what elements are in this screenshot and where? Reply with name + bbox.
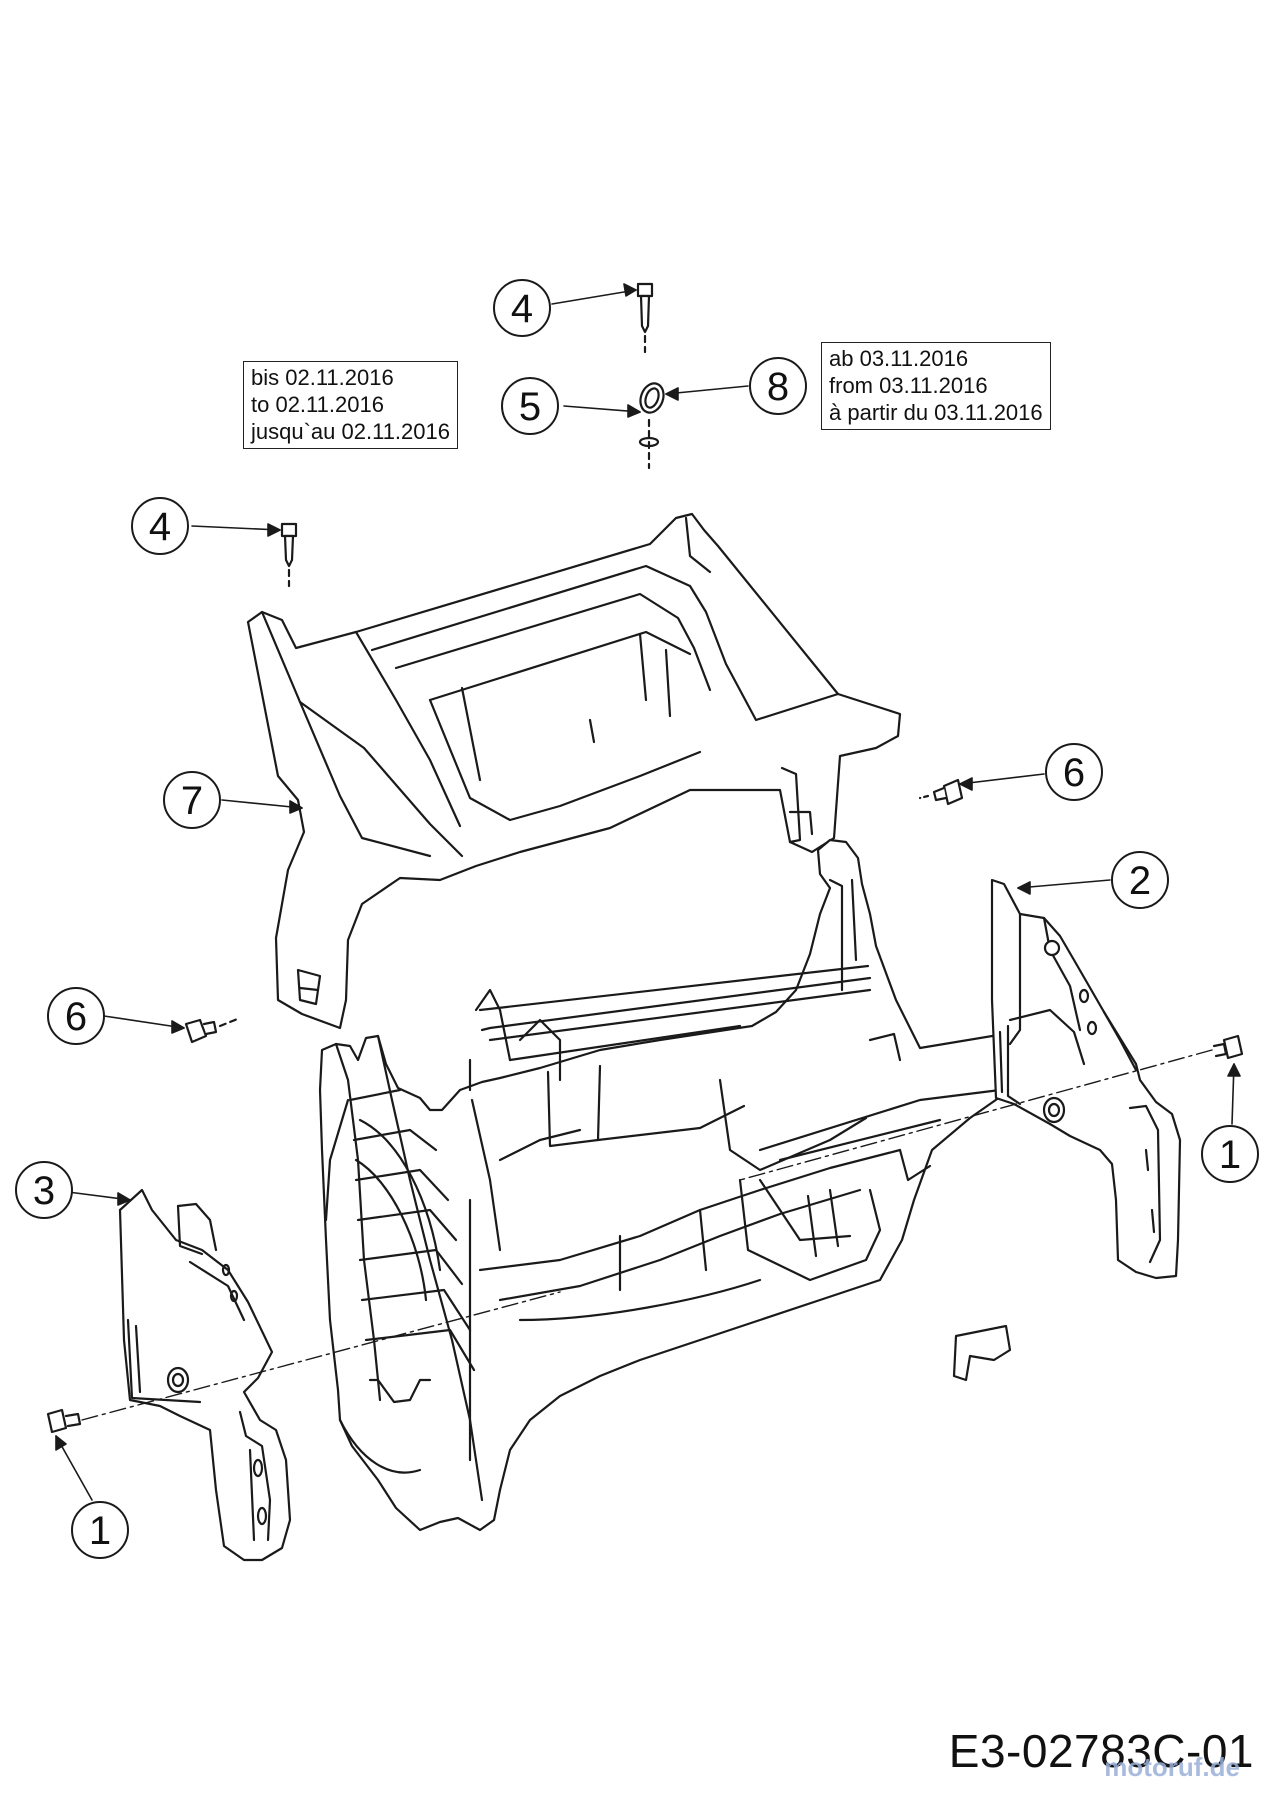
callout-3: 3 [15,1161,73,1219]
axis-line-right [739,1049,1213,1181]
callout-1-right: 1 [1201,1125,1259,1183]
watermark-logo: motoruf.de [1104,1752,1240,1782]
screw-right-6 [918,778,964,806]
note-box-before-date: bis 02.11.2016 to 02.11.2016 jusqu`au 02… [243,361,458,449]
right-bracket-part-2 [990,878,1182,1280]
note-line-de: ab 03.11.2016 [829,346,969,371]
bolt-right-1 [1212,1034,1244,1060]
callout-number: 4 [511,287,533,331]
callout-4-left: 4 [131,497,189,555]
callout-2: 2 [1111,851,1169,909]
drawing-code: E3-02783C-01 [948,1725,1254,1777]
chute-cover-part-7 [246,512,902,1030]
callout-number: 1 [89,1509,111,1553]
callout-number: 7 [181,779,203,823]
note-line-en: to 02.11.2016 [251,392,384,417]
note-line-fr: à partir du 03.11.2016 [829,400,1043,425]
callout-number: 4 [149,505,171,549]
callout-number: 3 [33,1169,55,1213]
callout-1-left: 1 [71,1501,129,1559]
callout-number: 1 [1219,1133,1241,1177]
upper-left-screw [280,522,298,588]
bolt-left-1 [46,1408,82,1434]
rear-frame-housing [318,838,1048,1532]
callout-number: 5 [519,385,541,429]
note-line-fr: jusqu`au 02.11.2016 [251,419,450,444]
callout-6-left: 6 [47,987,105,1045]
left-bracket-part-3 [118,1188,292,1562]
callout-number: 8 [767,365,789,409]
callout-number: 6 [1063,751,1085,795]
top-screw-stack [636,282,665,470]
leader-lines [55,283,1241,1501]
callout-7: 7 [163,771,221,829]
note-line-de: bis 02.11.2016 [251,365,394,390]
callout-6-right: 6 [1045,743,1103,801]
axis-line-left [81,1291,561,1421]
screw-left-6 [184,1016,242,1044]
callout-4-top: 4 [493,279,551,337]
callout-number: 6 [65,995,87,1039]
note-line-en: from 03.11.2016 [829,373,988,398]
callout-number: 2 [1129,859,1151,903]
note-box-after-date: ab 03.11.2016 from 03.11.2016 à partir d… [821,342,1051,430]
callout-5: 5 [501,377,559,435]
callout-8: 8 [749,357,807,415]
